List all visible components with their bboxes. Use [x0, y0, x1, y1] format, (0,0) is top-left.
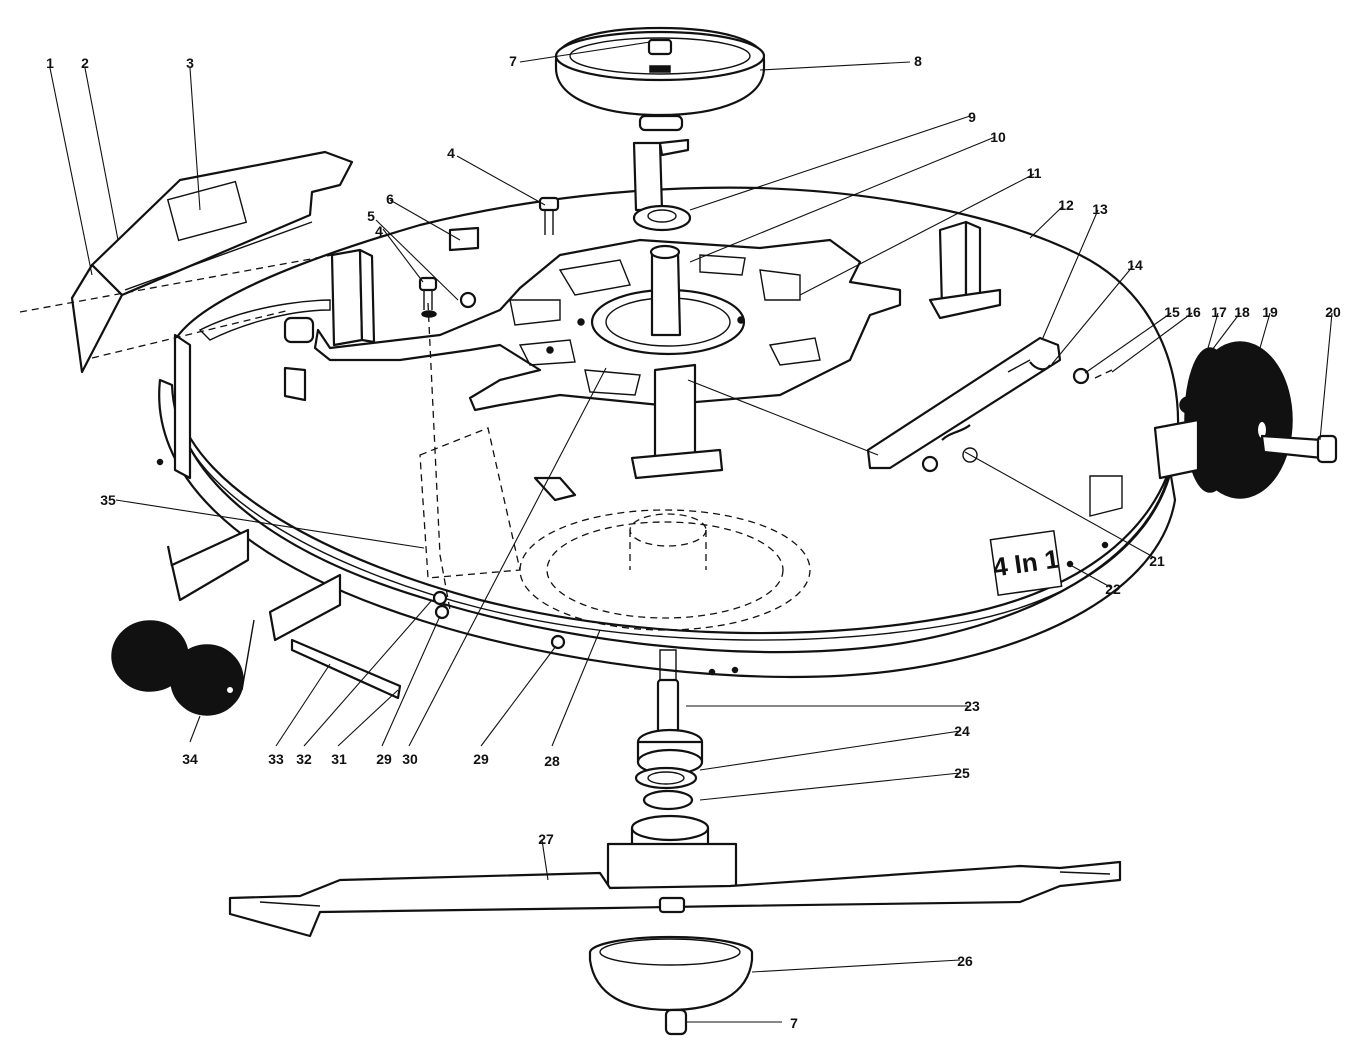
callout-14: 14: [1127, 257, 1143, 273]
callout-27: 27: [538, 831, 554, 847]
callout-33: 33: [268, 751, 284, 767]
callout-35: 35: [100, 492, 116, 508]
callout-29-left: 29: [376, 751, 392, 767]
spindle-housing: [632, 114, 692, 337]
callout-19: 19: [1262, 304, 1278, 320]
callout-16: 16: [1185, 304, 1201, 320]
callout-6: 6: [386, 191, 394, 207]
callout-23: 23: [964, 698, 980, 714]
wheel-arm-assembly: [866, 336, 1113, 473]
callout-29-right: 29: [473, 751, 489, 767]
callout-9: 9: [968, 109, 976, 125]
callout-2: 2: [81, 55, 89, 71]
callout-34: 34: [182, 751, 198, 767]
rear-wheel: [1153, 341, 1338, 499]
callout-1: 1: [46, 55, 54, 71]
callout-4-lower: 4: [375, 223, 383, 239]
callout-7-top: 7: [509, 53, 517, 69]
deck-lift-brackets: [330, 220, 1002, 480]
callout-10: 10: [990, 129, 1006, 145]
callout-15: 15: [1164, 304, 1180, 320]
callout-25: 25: [954, 765, 970, 781]
deck-hardware: [283, 196, 577, 502]
callout-7-bottom: 7: [790, 1015, 798, 1031]
callout-21: 21: [1149, 553, 1165, 569]
blade-adapter-hidden: [419, 302, 811, 650]
callout-32: 32: [296, 751, 312, 767]
callout-20: 20: [1325, 304, 1341, 320]
spindle-stack: [606, 649, 738, 890]
discharge-chute: [19, 150, 361, 374]
callout-13: 13: [1092, 201, 1108, 217]
callout-5: 5: [367, 208, 375, 224]
callout-26: 26: [957, 953, 973, 969]
blade-holder: [588, 935, 754, 1036]
callout-4-upper: 4: [447, 145, 455, 161]
callout-22: 22: [1105, 581, 1121, 597]
callout-17: 17: [1211, 304, 1227, 320]
callout-24: 24: [954, 723, 970, 739]
front-gage-wheels: [111, 528, 402, 716]
callout-labels: 1 2 3 4 4 5 6 7 7 7 8 9 10 11 12 13 14 1…: [46, 53, 1341, 1031]
callout-31: 31: [331, 751, 347, 767]
mower-blade: [228, 860, 1122, 938]
leader-lines: [49, 41, 1333, 1023]
callout-12: 12: [1058, 197, 1074, 213]
callout-3: 3: [186, 55, 194, 71]
callout-11: 11: [1027, 165, 1042, 181]
pulley: [554, 26, 766, 117]
callout-18: 18: [1234, 304, 1250, 320]
callout-30: 30: [402, 751, 418, 767]
callout-8: 8: [914, 53, 922, 69]
callout-28: 28: [544, 753, 560, 769]
